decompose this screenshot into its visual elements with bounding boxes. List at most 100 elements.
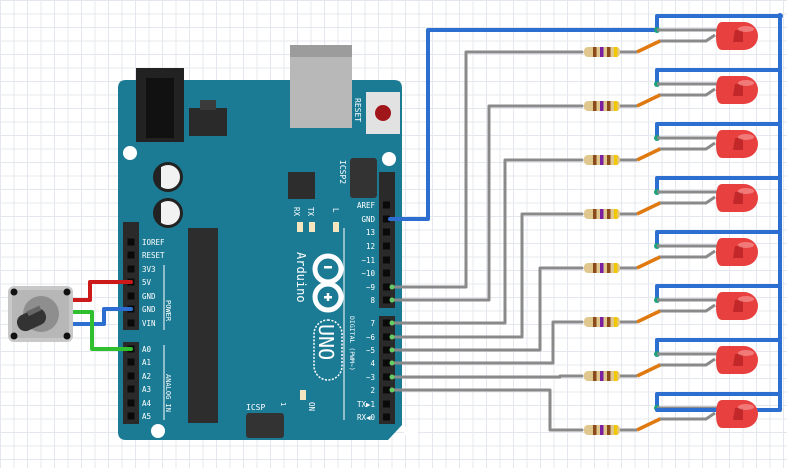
header-pin[interactable] (383, 269, 390, 277)
header-pin[interactable] (383, 373, 390, 381)
wire-led-gnd-bus[interactable] (655, 176, 782, 194)
red-led[interactable] (716, 22, 758, 50)
pin-label: 2 (370, 386, 375, 395)
pin-label: IOREF (142, 238, 165, 247)
wire-pin-1[interactable] (390, 104, 584, 302)
header-pin[interactable] (127, 412, 135, 420)
led-anode-leg (658, 87, 716, 97)
wire-led-gnd-bus[interactable] (655, 284, 782, 302)
red-led[interactable] (716, 346, 758, 374)
header-pin[interactable] (127, 372, 135, 380)
red-led[interactable] (716, 292, 758, 320)
header-pin[interactable] (127, 319, 135, 327)
wire-pin-2[interactable] (390, 158, 584, 325)
led-anode-leg (658, 411, 716, 421)
header-pin[interactable] (383, 215, 390, 223)
resistor-band (614, 371, 618, 381)
resistor-band (600, 155, 604, 165)
potentiometer-knob[interactable] (14, 305, 49, 334)
wire-a0[interactable] (70, 310, 133, 351)
resistor-leg-bent (636, 93, 661, 108)
power-label: POWER (164, 300, 172, 322)
usb-connector (290, 45, 352, 128)
icsp2-label: ICSP2 (338, 160, 347, 184)
pin-label: 8 (370, 296, 375, 305)
header-pin[interactable] (383, 228, 390, 236)
on-label: ON (307, 402, 316, 411)
rx-label: RX (292, 207, 301, 217)
wire-led-gnd-bus[interactable] (655, 230, 782, 248)
header-pin[interactable] (127, 265, 135, 273)
header-pin[interactable] (383, 283, 390, 291)
resistor-band (600, 263, 604, 273)
header-pin[interactable] (127, 238, 135, 246)
header-pin[interactable] (383, 256, 390, 264)
pin-label: GND (361, 215, 375, 224)
header-pin[interactable] (127, 385, 135, 393)
red-led[interactable] (716, 130, 758, 158)
potentiometer[interactable] (8, 286, 73, 342)
resistor-band (600, 47, 604, 57)
resistor-band (607, 425, 611, 435)
resistor-band (600, 425, 604, 435)
red-led[interactable] (716, 184, 758, 212)
wire-gnd-bus[interactable] (388, 28, 659, 221)
header-pin[interactable] (127, 358, 135, 366)
wire-gnd-rail[interactable] (655, 14, 782, 412)
icsp2-header (350, 158, 377, 198)
wire-5v[interactable] (70, 280, 133, 302)
header-pin[interactable] (383, 319, 390, 327)
led-die (733, 408, 743, 420)
pin-label: AREF (357, 201, 376, 210)
header-pin[interactable] (383, 333, 390, 341)
wire-led-gnd-bus[interactable] (655, 14, 782, 32)
wire-pin-7[interactable] (390, 388, 584, 432)
red-led[interactable] (716, 400, 758, 428)
wire-joint (777, 13, 783, 19)
header-pin[interactable] (383, 201, 390, 209)
wire-pin-6[interactable] (390, 374, 584, 379)
resistor-band (593, 425, 597, 435)
pin-label: GND (142, 292, 156, 301)
led-die (733, 354, 743, 366)
wire-led-gnd-bus[interactable] (655, 392, 782, 410)
resistor-band (607, 209, 611, 219)
resistor (584, 317, 620, 327)
resistor-band (614, 155, 618, 165)
pin-label: ~9 (366, 283, 375, 292)
header-pin[interactable] (127, 251, 135, 259)
header-pin[interactable] (383, 400, 390, 408)
wire-led-gnd-bus[interactable] (655, 338, 782, 356)
resistor-leg-bent (636, 363, 661, 378)
header-pin[interactable] (383, 386, 390, 394)
wire-pin-5[interactable] (390, 320, 584, 365)
wire-pin-4[interactable] (390, 266, 584, 352)
led-die (733, 192, 743, 204)
header-pin[interactable] (383, 296, 390, 304)
header-pin[interactable] (383, 359, 390, 367)
resistor-leg-bent (636, 417, 661, 432)
header-pin[interactable] (127, 292, 135, 300)
header-pin[interactable] (127, 399, 135, 407)
wire-pin-0[interactable] (390, 50, 584, 289)
header-pin[interactable] (383, 242, 390, 250)
red-led[interactable] (716, 76, 758, 104)
resistor-band (607, 47, 611, 57)
resistor-leg-bent (636, 147, 661, 162)
wire-pin-3[interactable] (390, 212, 584, 339)
header-pin[interactable] (383, 346, 390, 354)
resistor-band (593, 317, 597, 327)
wire-led-gnd-bus[interactable] (655, 122, 782, 140)
resistor-band (614, 425, 618, 435)
resistor-band (607, 263, 611, 273)
wire-end (389, 347, 395, 353)
red-led[interactable] (716, 238, 758, 266)
pin-label: ~10 (361, 269, 375, 278)
resistor-band (607, 101, 611, 111)
wire-gnd-pot[interactable] (70, 307, 133, 326)
pin-label: A2 (142, 372, 151, 381)
icsp-pin1-label: 1 (279, 402, 287, 406)
header-pin[interactable] (383, 413, 390, 421)
led-highlight (738, 350, 754, 356)
wire-led-gnd-bus[interactable] (655, 68, 782, 86)
